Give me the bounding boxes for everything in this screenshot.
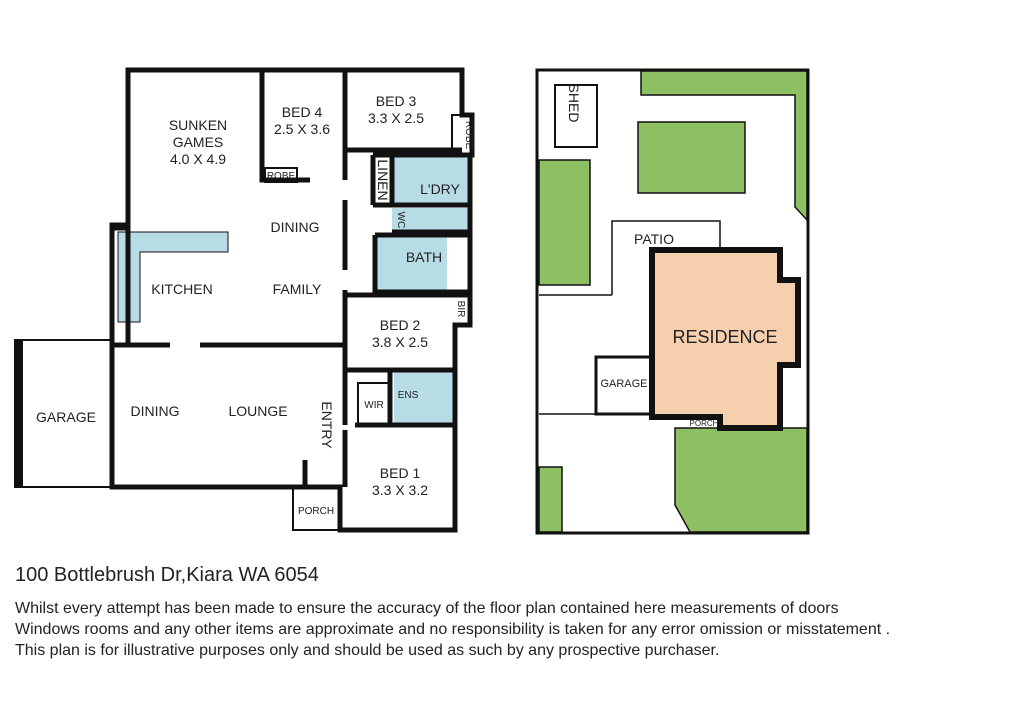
robe-outline — [264, 167, 298, 183]
disclaimer-line: This plan is for illustrative purposes o… — [15, 642, 720, 659]
room-label: WIR — [364, 400, 383, 411]
room-label: DINING — [131, 403, 180, 419]
wc-area — [392, 208, 470, 232]
room-label: ENS — [398, 390, 419, 401]
lawn — [538, 466, 563, 533]
floor-plan: SUNKEN GAMES 4.0 X 4.9 BED 4 2.5 X 3.6 B… — [14, 67, 475, 533]
room-label: GARAGE — [36, 409, 96, 425]
site-garage — [594, 355, 654, 416]
bath-area — [377, 237, 447, 292]
lawn — [637, 121, 746, 194]
interior-walls — [115, 70, 472, 487]
room-size: 3.3 X 3.2 — [372, 482, 428, 498]
room-label: KITCHEN — [151, 281, 212, 297]
garage-label: GARAGE — [600, 378, 647, 390]
patio-label: PATIO — [634, 231, 674, 247]
room-label: WC — [395, 212, 406, 229]
disclaimer-line: Whilst every attempt has been made to en… — [15, 600, 839, 617]
room-size: 3.3 X 2.5 — [368, 110, 424, 126]
ensuite-area — [394, 372, 454, 424]
room-label: LOUNGE — [228, 403, 287, 419]
room-label: ENTRY — [319, 401, 335, 449]
room-label: ROBE — [463, 121, 474, 150]
room-label: BED 3 — [376, 93, 417, 109]
shed — [554, 84, 598, 148]
laundry-area — [392, 155, 470, 205]
kitchen-counter — [117, 231, 229, 323]
room-size: 3.8 X 2.5 — [372, 334, 428, 350]
residence-label: RESIDENCE — [672, 327, 777, 347]
room-label: PORCH — [298, 506, 334, 517]
property-address: 100 Bottlebrush Dr,Kiara WA 6054 — [15, 564, 319, 586]
room-label: GAMES — [173, 134, 224, 150]
room-label: BED 2 — [380, 317, 421, 333]
shed-label: SHED — [566, 84, 582, 123]
robe-outline — [451, 114, 473, 156]
porch-outline — [292, 486, 341, 531]
room-label: BIR — [455, 301, 466, 318]
patio-outline — [611, 220, 721, 295]
disclaimer-line: Windows rooms and any other items are ap… — [15, 621, 891, 638]
room-size: 2.5 X 3.6 — [274, 121, 330, 137]
room-label: BED 1 — [380, 465, 421, 481]
room-label: FAMILY — [273, 281, 322, 297]
lawn — [538, 159, 591, 286]
room-label: BATH — [406, 249, 442, 265]
wir-outline — [357, 382, 391, 426]
room-size: 4.0 X 4.9 — [170, 151, 226, 167]
room-label: BED 4 — [282, 104, 323, 120]
garage-wall — [15, 340, 23, 487]
residence — [649, 247, 801, 431]
room-label: SUNKEN — [169, 117, 227, 133]
room-label: L'DRY — [420, 181, 460, 197]
driveway-lines — [539, 294, 612, 415]
exterior-walls — [109, 67, 475, 533]
lawn — [674, 427, 808, 533]
room-label: ROBE — [267, 171, 296, 182]
porch-label: PORCH — [690, 419, 719, 428]
room-label: LINEN — [375, 159, 391, 200]
plans: SUNKEN GAMES 4.0 X 4.9 BED 4 2.5 X 3.6 B… — [14, 67, 810, 535]
site-plan: SHED PATIO RESIDENCE GARAGE PORCH — [535, 68, 810, 535]
room-label: DINING — [271, 219, 320, 235]
lawn — [640, 70, 808, 222]
